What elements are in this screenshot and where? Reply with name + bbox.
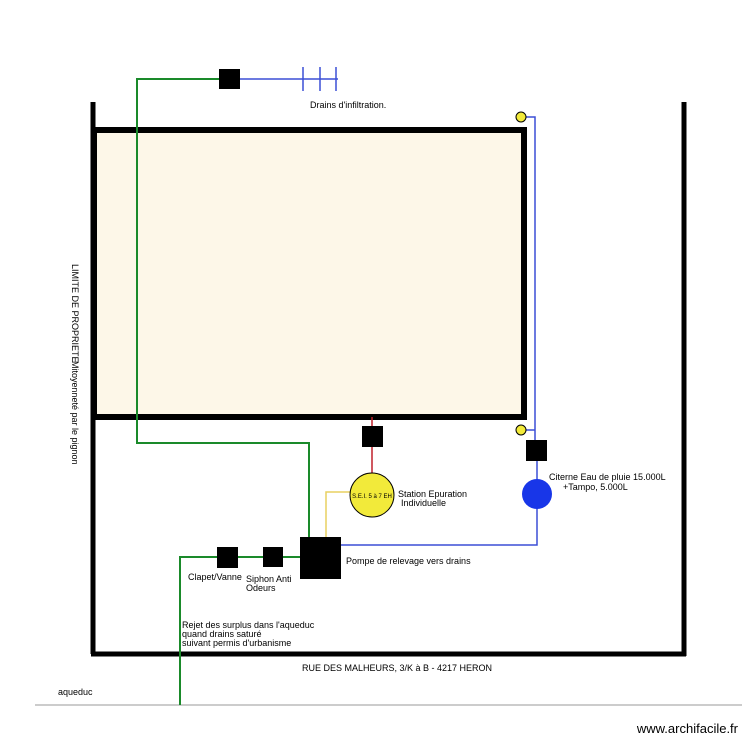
siphon-label-1: Siphon Anti: [246, 574, 292, 584]
blue-pipe-downspout: [526, 116, 536, 443]
limite-label-group: LIMITE DE PROPRIETE Mitoyenneté par le p…: [70, 264, 80, 465]
rejet-label-3: suivant permis d'urbanisme: [182, 638, 291, 648]
house[interactable]: [91, 127, 527, 420]
siphon-label-2: Odeurs: [246, 583, 276, 593]
green-pipe-drain-loop: [136, 78, 310, 543]
pompe-label: Pompe de relevage vers drains: [346, 556, 471, 566]
inspection-box-drains[interactable]: [219, 69, 240, 89]
station-label-2: Individuelle: [401, 498, 446, 508]
limite-label-2: Mitoyenneté par le pignon: [70, 361, 80, 465]
inspection-box-citerne[interactable]: [526, 440, 547, 461]
watermark[interactable]: www.archifacile.fr: [636, 721, 738, 736]
clapet-label: Clapet/Vanne: [188, 572, 242, 582]
gutter-circle-bottom[interactable]: [515, 424, 527, 436]
aqueduc-label: aqueduc: [58, 687, 93, 697]
yellow-pipe-station: [325, 491, 352, 540]
street-label: RUE DES MALHEURS, 3/K à B - 4217 HERON: [302, 663, 492, 673]
rejet-label-1: Rejet des surplus dans l'aqueduc: [182, 620, 315, 630]
blue-pipe-pump: [340, 508, 538, 546]
citerne-label-2: +Tampo, 5.000L: [563, 482, 628, 492]
station-circle[interactable]: [349, 472, 395, 518]
rejet-label-2: quand drains saturé: [182, 629, 262, 639]
gutter-circle-top[interactable]: [515, 111, 527, 123]
citerne-label-1: Citerne Eau de pluie 15.000L: [549, 472, 666, 482]
inspection-box-house[interactable]: [362, 426, 383, 447]
siphon-box[interactable]: [263, 547, 283, 567]
station-label-1: Station Epuration: [398, 489, 467, 499]
limite-label-1: LIMITE DE PROPRIETE: [70, 264, 80, 363]
sei-label: S.E.I. 5 à 7 EH: [352, 494, 392, 500]
citerne-circle[interactable]: [522, 479, 552, 509]
clapet-box[interactable]: [217, 547, 238, 568]
pump-box[interactable]: [300, 537, 341, 579]
drains-label: Drains d'infiltration.: [310, 100, 386, 110]
